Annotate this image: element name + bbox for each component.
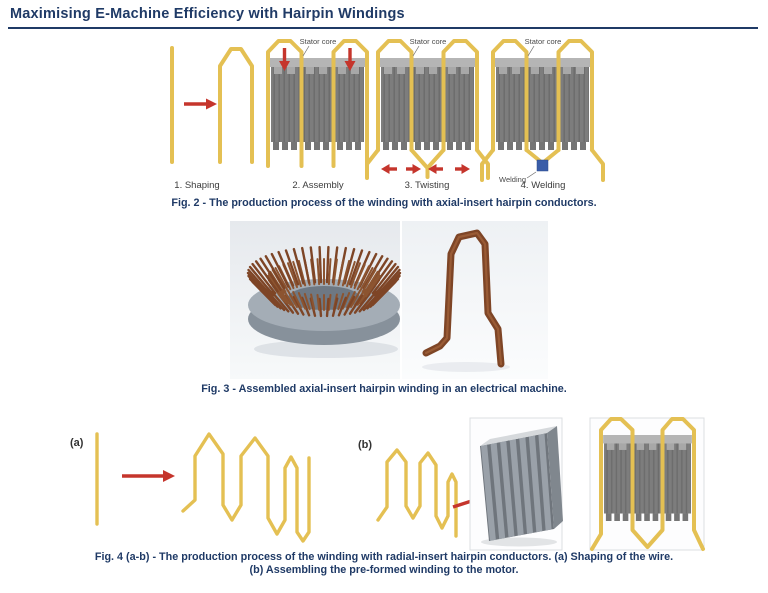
arrow-down-icon — [279, 48, 290, 71]
stator-core — [495, 58, 590, 150]
hairpin-wire — [331, 39, 369, 168]
twisted-leg — [475, 148, 490, 180]
twisted-leg — [524, 148, 542, 163]
figure-2-caption: Fig. 2 - The production process of the w… — [171, 197, 597, 209]
stator-core-label: Stator core — [410, 37, 447, 46]
twisted-leg — [480, 148, 495, 182]
fig2-step-welding: Welding Stator core 4. Welding — [480, 37, 605, 191]
assembled-hairpin-winding-render — [246, 245, 402, 358]
stator-core-pointer — [527, 45, 535, 57]
stator-core — [270, 58, 365, 150]
figure-4-caption-line1: Fig. 4 (a-b) - The production process of… — [94, 551, 674, 563]
header-rule — [8, 27, 758, 29]
fig2-step-assembly: Stator core 2. Assembly — [266, 37, 369, 191]
stator-core-pointer — [302, 45, 310, 57]
figure-3-caption: Fig. 3 - Assembled axial-insert hairpin … — [201, 383, 567, 395]
step-label-3: 3. Twisting — [405, 180, 450, 191]
twisted-leg — [590, 148, 605, 182]
twisted-leg — [425, 148, 446, 170]
arrow-right-icon — [406, 164, 421, 174]
arrow-down-icon — [344, 48, 356, 71]
hairpin-wire — [491, 39, 529, 152]
arrow-left-icon — [428, 164, 443, 174]
single-hairpin-render — [422, 229, 510, 372]
twisted-leg — [365, 148, 380, 180]
figure-2-graphic: 1. Shaping Stator core 2. Assembly — [170, 37, 605, 191]
fig2-step-shaping: 1. Shaping — [170, 46, 254, 191]
step-label-2: 2. Assembly — [292, 180, 343, 191]
arrow-right-icon — [122, 470, 175, 482]
wave-winding-wire — [590, 417, 705, 551]
wave-winding-wire — [376, 448, 458, 538]
fig4-part-a: (a) — [70, 432, 311, 543]
figure-4-caption-line2: (b) Assembling the pre-formed winding to… — [249, 564, 519, 576]
figure-3-graphic — [230, 221, 548, 379]
part-a-label: (a) — [70, 437, 84, 449]
winding-on-core-render — [589, 417, 705, 551]
step-label-4: 4. Welding — [521, 180, 566, 191]
part-b-label: (b) — [358, 439, 372, 451]
stator-core — [603, 435, 692, 521]
figure-4-graphic: (a) (b) — [70, 417, 705, 551]
stator-core-label: Stator core — [525, 37, 562, 46]
stator-core — [380, 58, 475, 150]
stator-core-label: Stator core — [300, 37, 337, 46]
hairpin-wire — [441, 39, 479, 152]
weld-joint — [536, 159, 549, 172]
fig4-part-b: (b) — [358, 417, 705, 551]
wave-winding-wire — [181, 432, 311, 543]
hairpin-wire — [376, 39, 414, 152]
arrow-right-icon — [455, 164, 470, 174]
arrow-right-icon — [184, 98, 217, 110]
slotted-core-render — [469, 417, 563, 551]
welding-pointer — [526, 171, 537, 179]
hairpin-wire — [218, 47, 254, 164]
step-label-1: 1. Shaping — [174, 180, 219, 191]
hairpin-wire — [266, 39, 304, 168]
copper-pin-crown — [246, 245, 402, 318]
page-title: Maximising E-Machine Efficiency with Hai… — [10, 6, 405, 22]
twisted-leg — [543, 148, 561, 163]
stator-core-pointer — [412, 45, 420, 57]
hairpin-wire — [556, 39, 594, 152]
core-fins — [480, 433, 552, 541]
welding-label: Welding — [499, 175, 526, 184]
fig2-step-twisting: Stator core 3. Twisting — [365, 37, 490, 191]
arrow-left-icon — [381, 164, 397, 174]
